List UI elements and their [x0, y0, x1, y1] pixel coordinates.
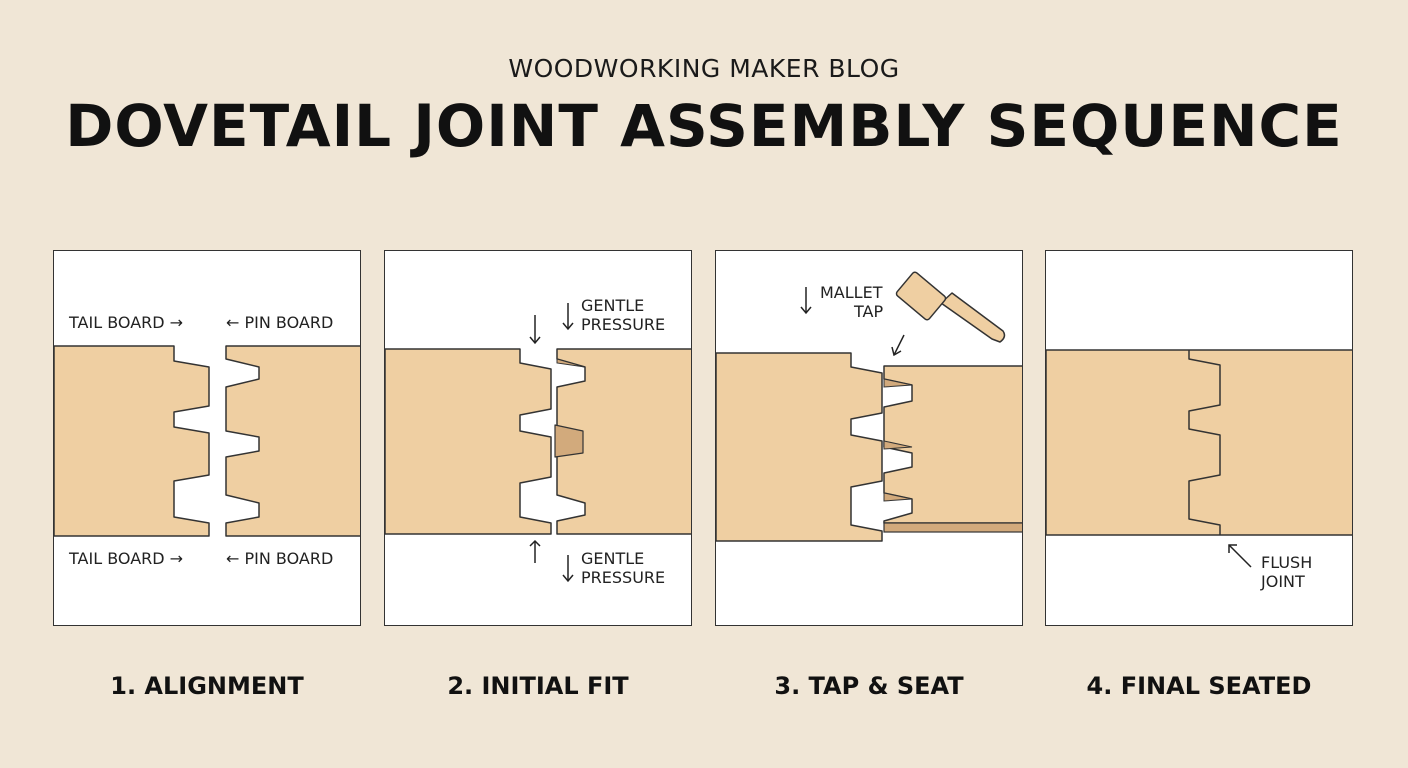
- down-arrow-icon: [529, 303, 574, 345]
- up-arrow-icon: [529, 539, 574, 583]
- tap-and-seat-diagram: [716, 271, 1022, 542]
- initial-fit-diagram: [385, 303, 691, 583]
- step-label-alignment: 1. ALIGNMENT: [110, 672, 304, 700]
- diagonal-arrow-icon: [891, 334, 905, 357]
- diagonal-arrow-icon: [1228, 544, 1252, 568]
- flush-label-line1: FLUSH: [1261, 553, 1313, 572]
- blog-kicker: WOODWORKING MAKER BLOG: [508, 54, 900, 83]
- pin-shadow: [883, 492, 913, 502]
- pressure-label-bottom-line2: PRESSURE: [581, 568, 666, 587]
- pressure-label-top-line2: PRESSURE: [581, 315, 666, 334]
- tail-board: [54, 345, 210, 537]
- pin-board-shadow: [556, 358, 586, 368]
- pin-shadow: [883, 440, 913, 450]
- pin-board: [225, 345, 360, 537]
- pin-inserted: [554, 424, 584, 458]
- pressure-label-bottom-line1: GENTLE: [581, 549, 645, 568]
- panel-final-seated: FLUSH JOINT: [1045, 250, 1353, 626]
- step-label-tap-and-seat: 3. TAP & SEAT: [774, 672, 964, 700]
- alignment-diagram: [54, 345, 360, 537]
- final-seated-diagram: [1046, 349, 1352, 568]
- mallet-label-line1: MALLET: [820, 283, 883, 302]
- tail-board: [385, 348, 552, 535]
- pin-shadow: [883, 378, 913, 388]
- pin-board-label-bottom: ← PIN BOARD: [226, 549, 334, 568]
- step-label-final-seated: 4. FINAL SEATED: [1086, 672, 1312, 700]
- mallet-label-line2: TAP: [854, 302, 884, 321]
- pin-board-edge: [883, 522, 1022, 533]
- flush-label-line2: JOINT: [1261, 572, 1305, 591]
- tail-board-label-bottom: TAIL BOARD →: [69, 549, 184, 568]
- tail-board: [716, 352, 883, 542]
- panel-initial-fit: GENTLE PRESSURE GENTLE PRESSURE: [384, 250, 692, 626]
- panel-tap-and-seat: MALLET TAP: [715, 250, 1023, 626]
- pressure-label-top-line1: GENTLE: [581, 296, 645, 315]
- page-title: DOVETAIL JOINT ASSEMBLY SEQUENCE: [65, 92, 1343, 160]
- down-arrow-icon: [800, 287, 812, 315]
- mallet-icon: [895, 271, 1006, 343]
- joined-boards: [1046, 349, 1352, 536]
- panel-alignment: TAIL BOARD → ← PIN BOARD TAIL BOARD → ← …: [53, 250, 361, 626]
- dovetail-seam: [1188, 350, 1221, 535]
- step-label-initial-fit: 2. INITIAL FIT: [447, 672, 629, 700]
- tail-board-label-top: TAIL BOARD →: [69, 313, 184, 332]
- pin-board-label-top: ← PIN BOARD: [226, 313, 334, 332]
